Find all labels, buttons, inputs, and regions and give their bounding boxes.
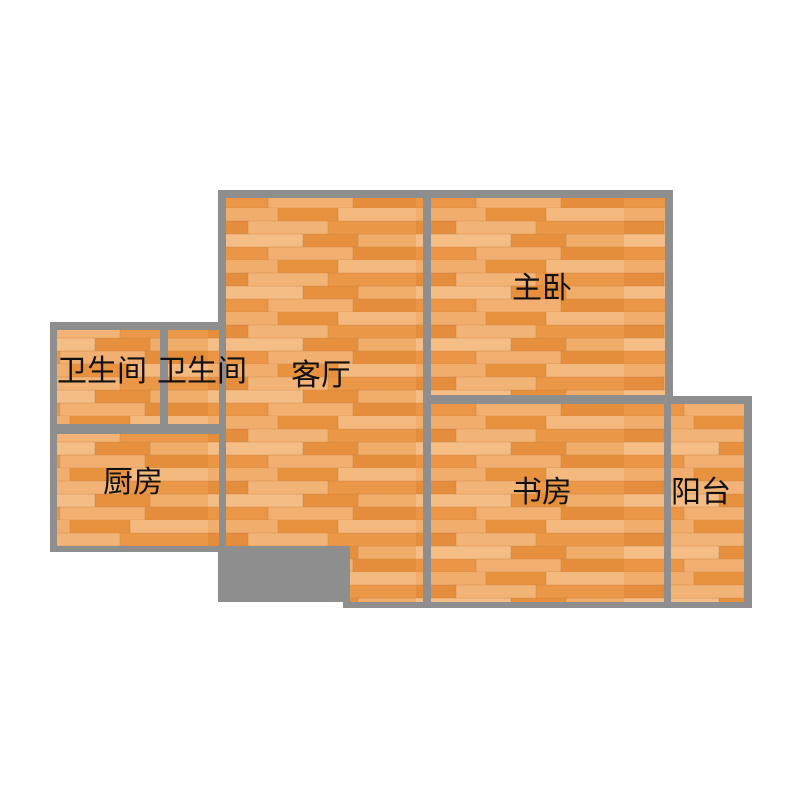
room-label-living-room: 客厅 xyxy=(291,358,351,393)
room-label-bathroom-1: 卫生间 xyxy=(57,354,147,389)
room-label-master-bedroom: 主卧 xyxy=(512,271,572,306)
bathroom-1-floor xyxy=(57,330,160,424)
bathroom-2-floor xyxy=(168,330,219,424)
room-label-kitchen: 厨房 xyxy=(103,465,163,500)
room-label-balcony: 阳台 xyxy=(671,475,731,510)
room-floors xyxy=(57,198,744,602)
room-labels: 卫生间 卫生间 厨房 客厅 主卧 书房 阳台 xyxy=(57,271,731,510)
kitchen-floor xyxy=(57,434,219,546)
master-bedroom-floor xyxy=(431,198,665,395)
balcony-floor xyxy=(671,404,744,602)
study-floor xyxy=(431,404,664,602)
living-room-floor xyxy=(226,198,423,602)
room-label-study: 书房 xyxy=(512,475,572,510)
room-label-bathroom-2: 卫生间 xyxy=(157,354,247,389)
